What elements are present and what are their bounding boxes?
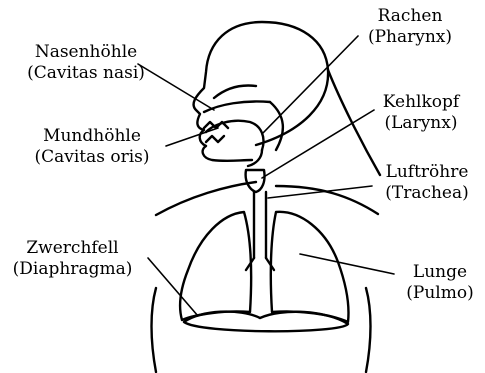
label-pharynx-la: (Pharynx) [360, 27, 460, 48]
label-nasal-cavity-de: Nasenhöhle [22, 42, 150, 63]
label-diaphragm-de: Zwerchfell [0, 238, 145, 259]
head-outline [194, 22, 329, 161]
label-lung: Lunge (Pulmo) [398, 262, 482, 304]
pharynx-inner [248, 150, 262, 166]
label-oral-cavity-la: (Cavitas oris) [28, 147, 156, 168]
left-lung [180, 212, 251, 320]
label-oral-cavity: Mundhöhle (Cavitas oris) [28, 126, 156, 168]
leader-pharynx [262, 36, 358, 134]
label-larynx-la: (Larynx) [366, 113, 476, 134]
label-pharynx-de: Rachen [360, 6, 460, 27]
label-nasal-cavity: Nasenhöhle (Cavitas nasi) [22, 42, 150, 84]
leader-lung [300, 254, 394, 274]
neck-right [276, 186, 378, 214]
label-trachea: Luftröhre (Trachea) [372, 162, 482, 204]
lower-teeth [206, 136, 224, 142]
right-lung [271, 212, 349, 322]
label-trachea-de: Luftröhre [372, 162, 482, 183]
label-larynx-de: Kehlkopf [366, 92, 476, 113]
label-trachea-la: (Trachea) [372, 183, 482, 204]
pharynx-wall [270, 102, 283, 150]
torso-right [366, 288, 371, 372]
label-larynx: Kehlkopf (Larynx) [366, 92, 476, 134]
label-diaphragm: Zwerchfell (Diaphragma) [0, 238, 145, 280]
label-lung-de: Lunge [398, 262, 482, 283]
label-nasal-cavity-la: (Cavitas nasi) [22, 63, 150, 84]
label-diaphragm-la: (Diaphragma) [0, 259, 145, 280]
label-lung-la: (Pulmo) [398, 283, 482, 304]
neck-front [156, 182, 256, 215]
label-pharynx: Rachen (Pharynx) [360, 6, 460, 48]
nasal-conchae [214, 86, 256, 99]
label-oral-cavity-de: Mundhöhle [28, 126, 156, 147]
torso-left [152, 288, 157, 372]
leader-trachea [268, 186, 372, 198]
